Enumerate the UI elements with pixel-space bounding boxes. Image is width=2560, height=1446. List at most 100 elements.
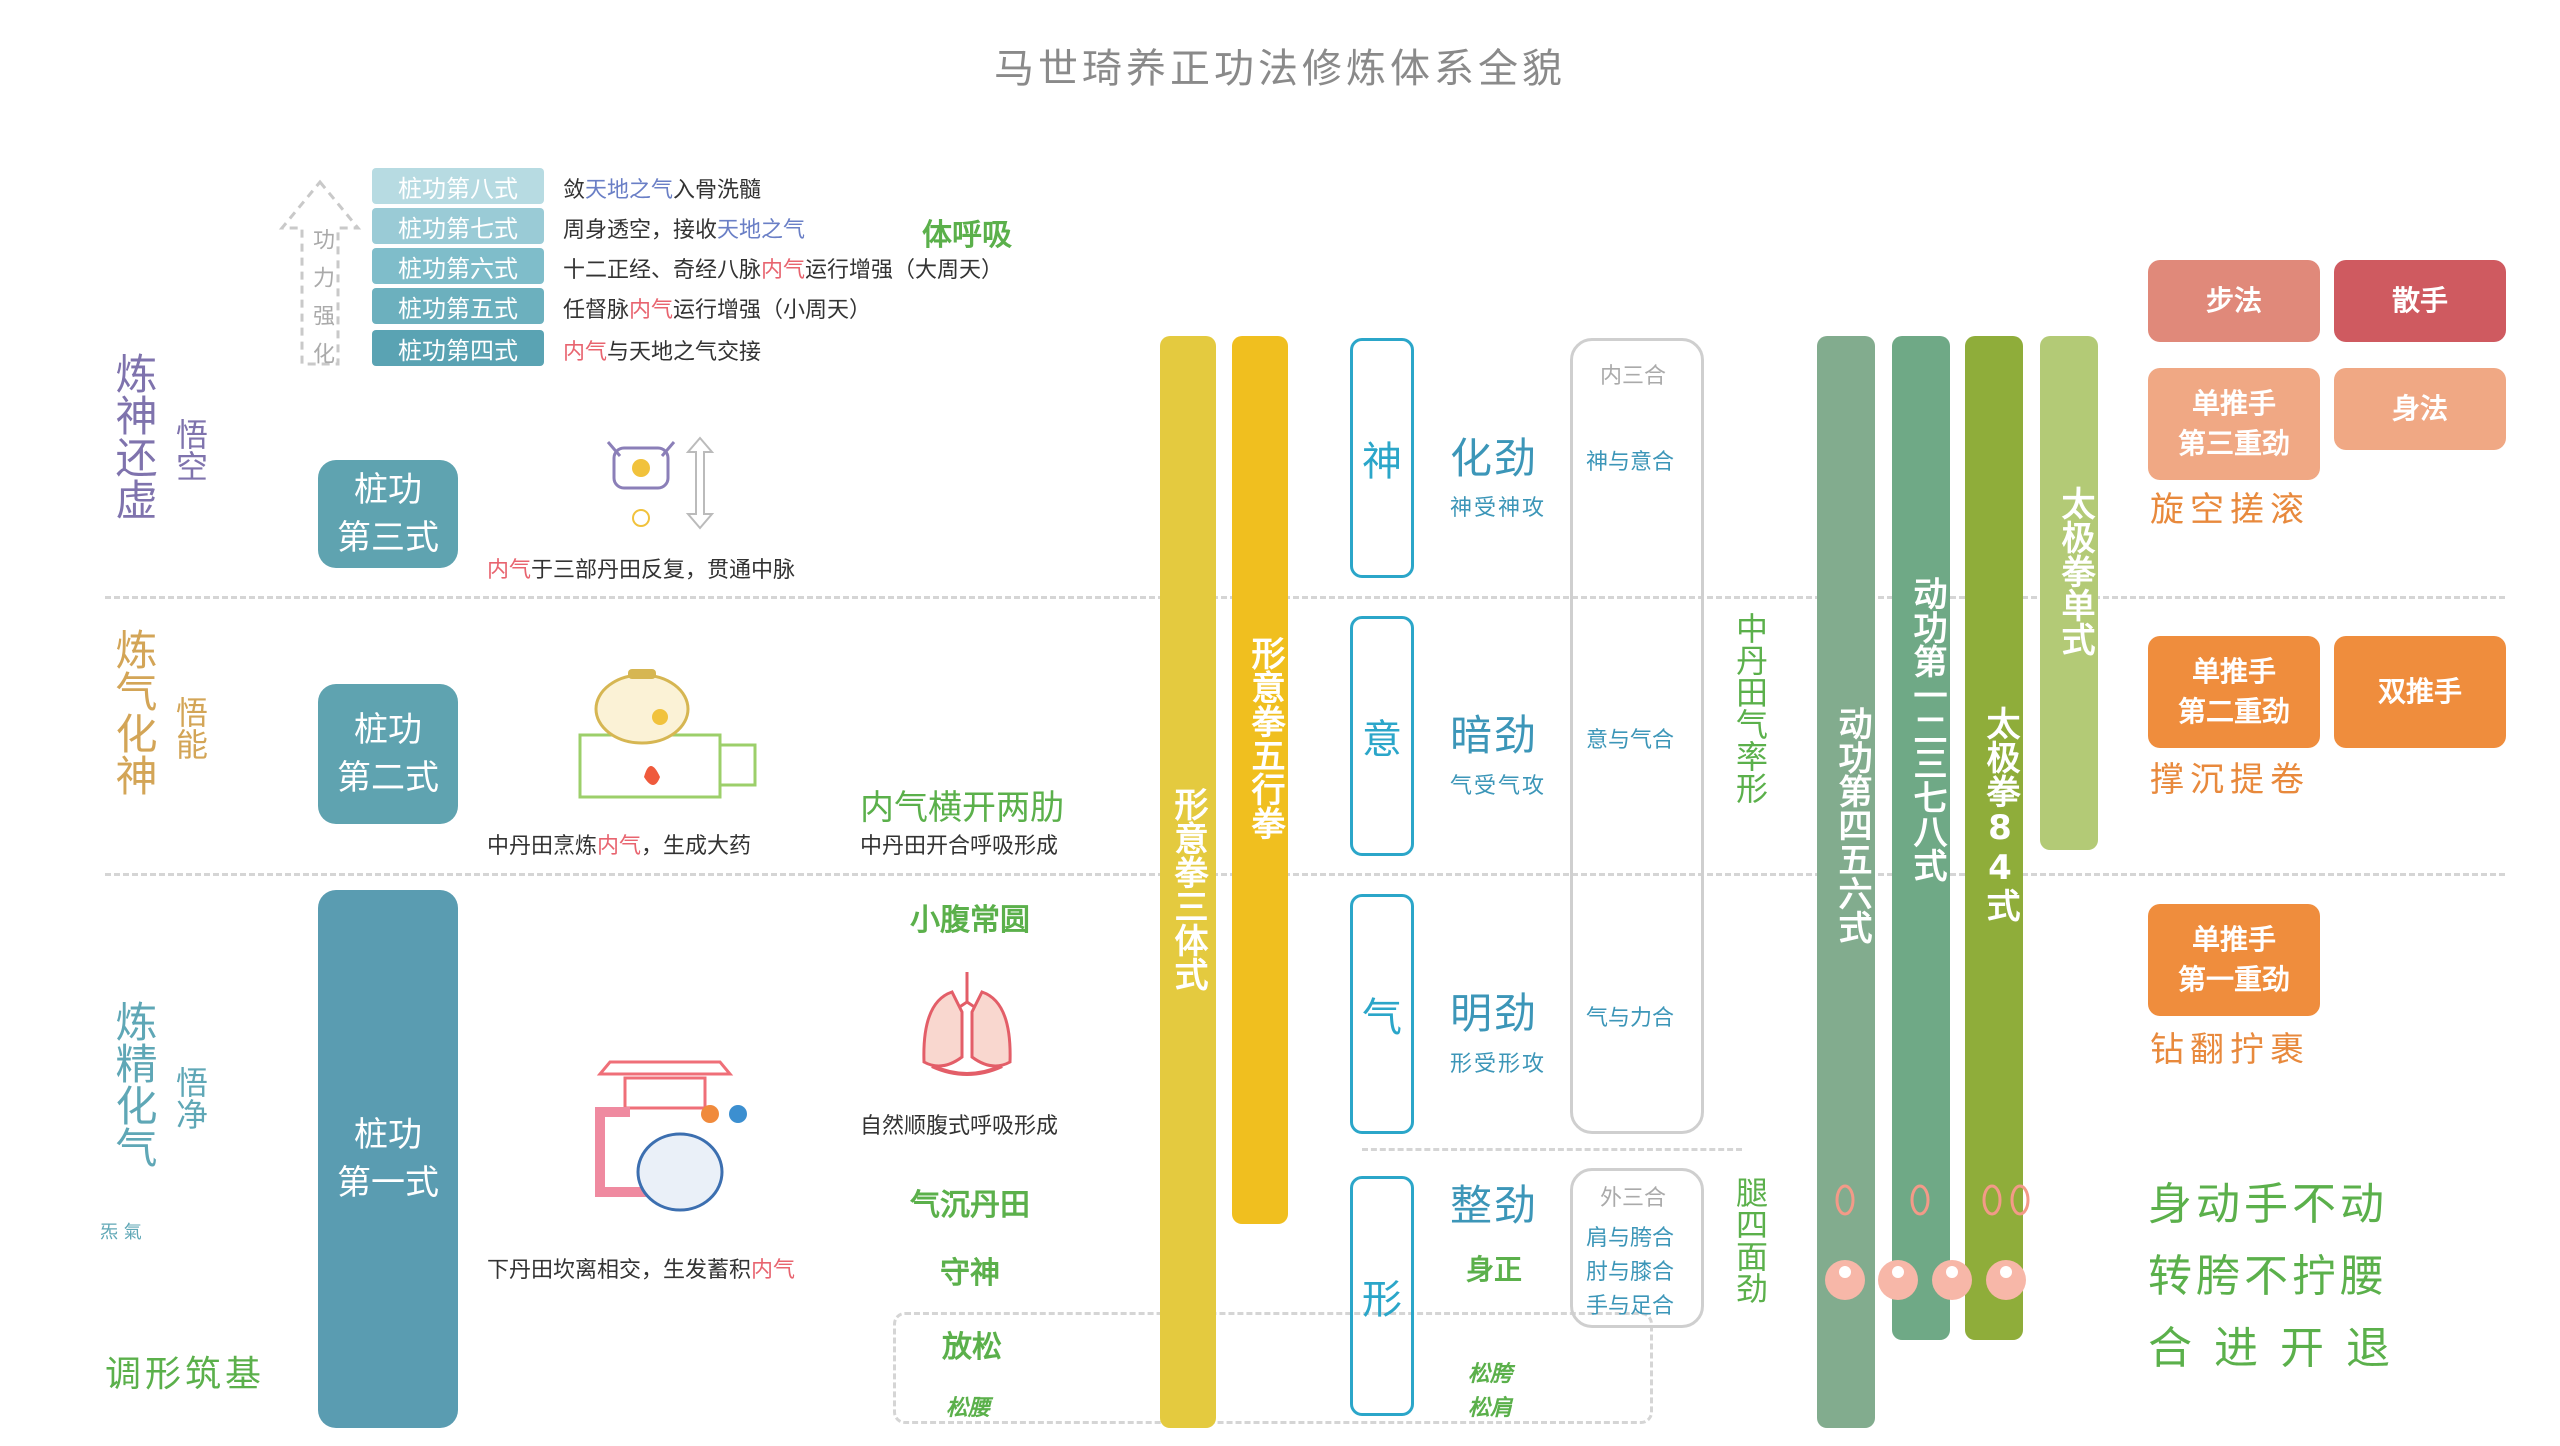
fangsong-box [893,1312,1653,1424]
zhuang-three-line2: 第三式 [337,518,439,558]
lungs-icon [912,962,1022,1082]
neiqi-heng-label: 内气横开两肋 [860,788,1064,828]
jin-name-an: 暗劲 [1450,711,1539,760]
gongli-label: 功力强化 [309,228,334,380]
wai-san-he-title: 外三合 [1600,1186,1667,1211]
stance-label: 桩功第六式 [372,248,544,284]
jin-name-hua: 化劲 [1450,434,1539,483]
stance-desc: 十二正经、奇经八脉内气运行增强（大周天） [563,252,1003,284]
wu-kong: 悟空 [171,418,209,482]
caption-three-part2: 于三部丹田反复，贯通中脉 [531,558,796,583]
he-yi-qi: 意与气合 [1586,728,1675,753]
caption-three: 内气于三部丹田反复，贯通中脉 [487,552,795,584]
tiaoxing-label: 调形筑基 [105,1354,266,1395]
tuishou2-button: 单推手 第二重劲 [2148,636,2320,748]
jin-name-zheng: 整劲 [1450,1181,1539,1230]
songjian-label: 松肩 [1468,1396,1513,1421]
zhong-breath-label: 中丹田开合呼吸形成 [860,834,1059,859]
stance-desc-part: 内气 [761,258,806,283]
zhuang-one-line1: 桩功 [354,1115,422,1155]
shenfa-button: 身法 [2334,368,2506,450]
caption-two-part3: ，生成大药 [641,834,752,859]
zhong-dantian-label: 中丹田气率形 [1731,612,1769,804]
zhuang-three-line1: 桩功 [354,470,422,510]
caption-one-part2: 内气 [751,1258,796,1283]
jin-box-qi: 气 [1350,894,1414,1134]
separator-qi-jing [105,873,2505,876]
jin-sub-hua: 神受神攻 [1450,496,1547,521]
zhuang-two-box: 桩功 第二式 [318,684,458,824]
stance-desc-part: 十二正经、奇经八脉 [563,258,762,283]
tui-si-label: 腿四面劲 [1731,1176,1769,1304]
wai-he-2: 肘与膝合 [1586,1260,1675,1285]
sanshou-button: 散手 [2334,260,2506,342]
stance-desc-part: 任督脉 [563,298,630,323]
tuishou3-line2: 第三重劲 [2177,427,2290,460]
natural-breath-label: 自然顺腹式呼吸形成 [860,1114,1059,1139]
stance-desc-part: 入骨洗髓 [673,178,762,203]
realm-qi: 炼气化神 [109,628,158,796]
xiaofu-label: 小腹常圆 [910,903,1030,938]
separator-xing [1362,1148,1742,1151]
caption-three-part1: 内气 [487,558,532,583]
stance-desc-part: 周身透空，接收 [563,218,718,243]
he-qi-li: 气与力合 [1586,1006,1675,1031]
songyao-label: 松腰 [946,1396,991,1421]
separator-shen-qi [105,596,2505,599]
up-arrow-icon [278,178,362,368]
zhuang-one-line2: 第一式 [337,1163,439,1203]
ti-huxi-label: 体呼吸 [922,218,1012,253]
tuishou1-button: 单推手 第一重劲 [2148,904,2320,1016]
pillar-santi: 形意拳三体式 [1160,336,1216,1428]
jin-box-yi: 意 [1350,616,1414,856]
caption-two-part2: 内气 [597,834,642,859]
jin-box-shen: 神 [1350,338,1414,578]
tuishou1-line2: 第一重劲 [2177,963,2290,996]
cauldron-icon [570,665,760,805]
bufa-button: 步法 [2148,260,2320,342]
realm-jing: 炼精化气 [109,1000,158,1168]
jin-sub-an: 气受气攻 [1450,774,1547,799]
tuishou3-button: 单推手 第三重劲 [2148,368,2320,480]
stance-desc-part: 天地之气 [717,218,806,243]
wai-san-he-box [1570,1168,1704,1328]
tuishou1-line1: 单推手 [2191,923,2276,956]
caption-one-part1: 下丹田坎离相交，生发蓄积 [487,1258,752,1283]
stance-desc: 周身透空，接收天地之气 [563,212,805,244]
diagram-title: 马世琦养正功法修炼体系全貌 [994,46,1566,92]
tuishou3-line1: 单推手 [2191,387,2276,420]
zhuang-two-line1: 桩功 [354,710,422,750]
tuishou2-line1: 单推手 [2191,655,2276,688]
shenzheng-label: 身正 [1466,1253,1523,1286]
jin-sub-ming: 形受形攻 [1450,1052,1547,1077]
stance-desc-part: 运行增强（大周天） [805,258,1004,283]
stance-label: 桩功第五式 [372,288,544,324]
pillar-taiji84: 太极拳84式 [1965,336,2023,1340]
zhuang-three-box: 桩功 第三式 [318,460,458,568]
songkua-label: 松胯 [1468,1362,1513,1387]
motto-1: 身动手不动 [2148,1179,2388,1230]
zhuang-two-line2: 第二式 [337,758,439,798]
motto-2: 转胯不拧腰 [2148,1251,2388,1302]
stance-desc-part: 敛 [563,178,586,203]
stance-desc-part: 天地之气 [585,178,674,203]
figure-icon [600,428,730,538]
pillar-dong1278: 动功第一二三七八式 [1892,336,1950,1340]
wu-neng: 悟能 [171,696,209,760]
stance-desc-part: 内气 [629,298,674,323]
wai-he-1: 肩与胯合 [1586,1226,1675,1251]
pillar-wuxing: 形意拳五行拳 [1232,336,1288,1224]
jin-box-xing: 形 [1350,1176,1414,1416]
nei-san-he-title: 内三合 [1600,364,1667,389]
tuishou2-line2: 第二重劲 [2177,695,2290,728]
qichen-label: 气沉丹田 [910,1188,1030,1223]
stance-label: 桩功第七式 [372,208,544,244]
caption-one: 下丹田坎离相交，生发蓄积内气 [487,1252,795,1284]
stance-label: 桩功第八式 [372,168,544,204]
taiji-symbols [1800,1180,2060,1320]
zuanfan-label: 钻翻拧裹 [2150,1030,2310,1070]
wai-he-3: 手与足合 [1586,1294,1675,1319]
stance-desc-part: 与天地之气交接 [607,340,762,365]
realm-shen: 炼神还虚 [109,352,158,520]
stance-desc-part: 运行增强（小周天） [673,298,872,323]
